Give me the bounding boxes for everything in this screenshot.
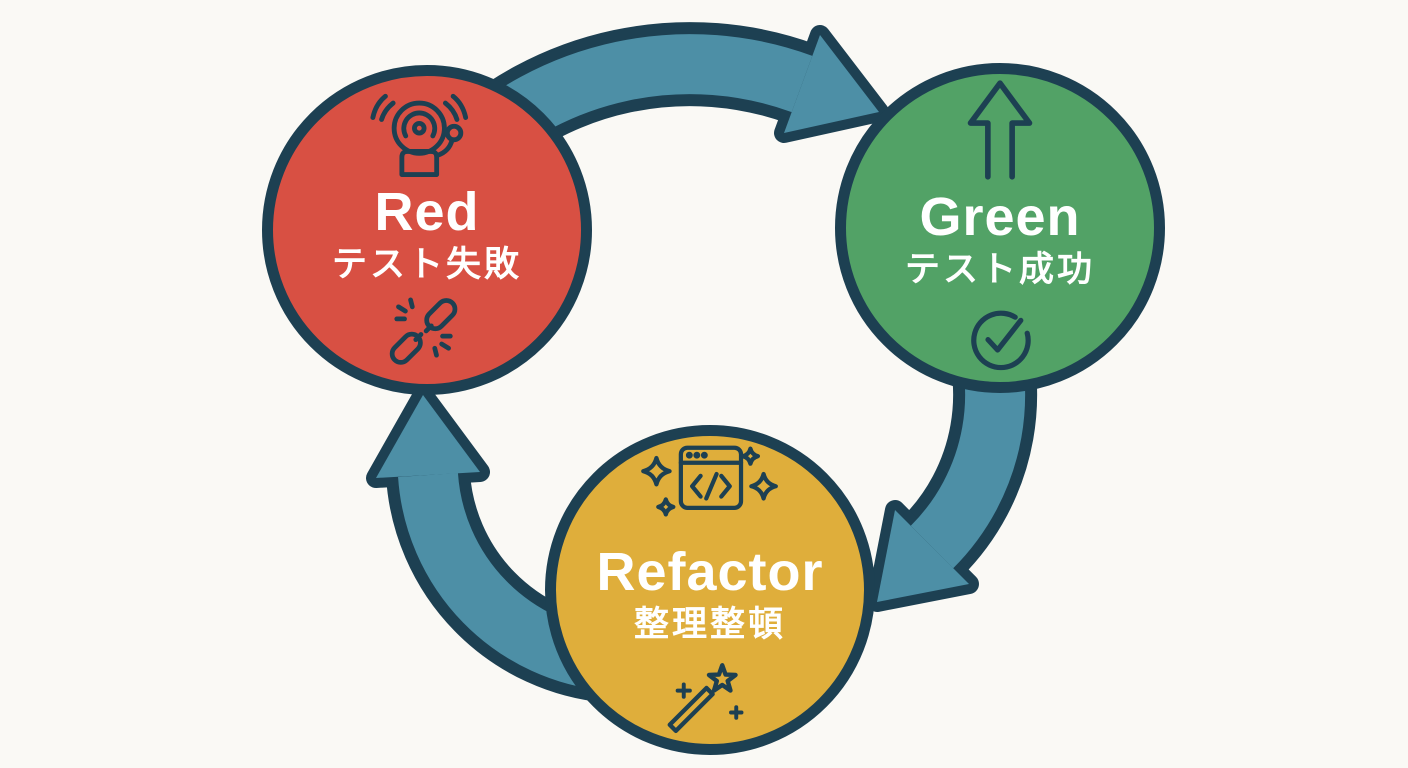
node-green: Green テスト成功 (835, 63, 1165, 393)
node-title: Red (374, 182, 480, 243)
node-red: Red テスト失敗 (262, 65, 592, 395)
node-subtitle: テスト成功 (904, 250, 1095, 290)
alarm-bell-icon (370, 93, 469, 178)
arrow-up-icon (967, 80, 1033, 180)
code-window-sparkles-icon (641, 445, 778, 517)
node-subtitle: 整理整頓 (633, 605, 786, 645)
check-circle-icon (971, 310, 1031, 371)
broken-link-icon (389, 297, 458, 365)
node-title: Refactor (596, 542, 824, 603)
node-subtitle: テスト失敗 (331, 245, 522, 285)
node-refactor: Refactor 整理整頓 (545, 425, 875, 755)
magic-wand-icon (667, 662, 744, 733)
node-title: Green (919, 187, 1081, 248)
